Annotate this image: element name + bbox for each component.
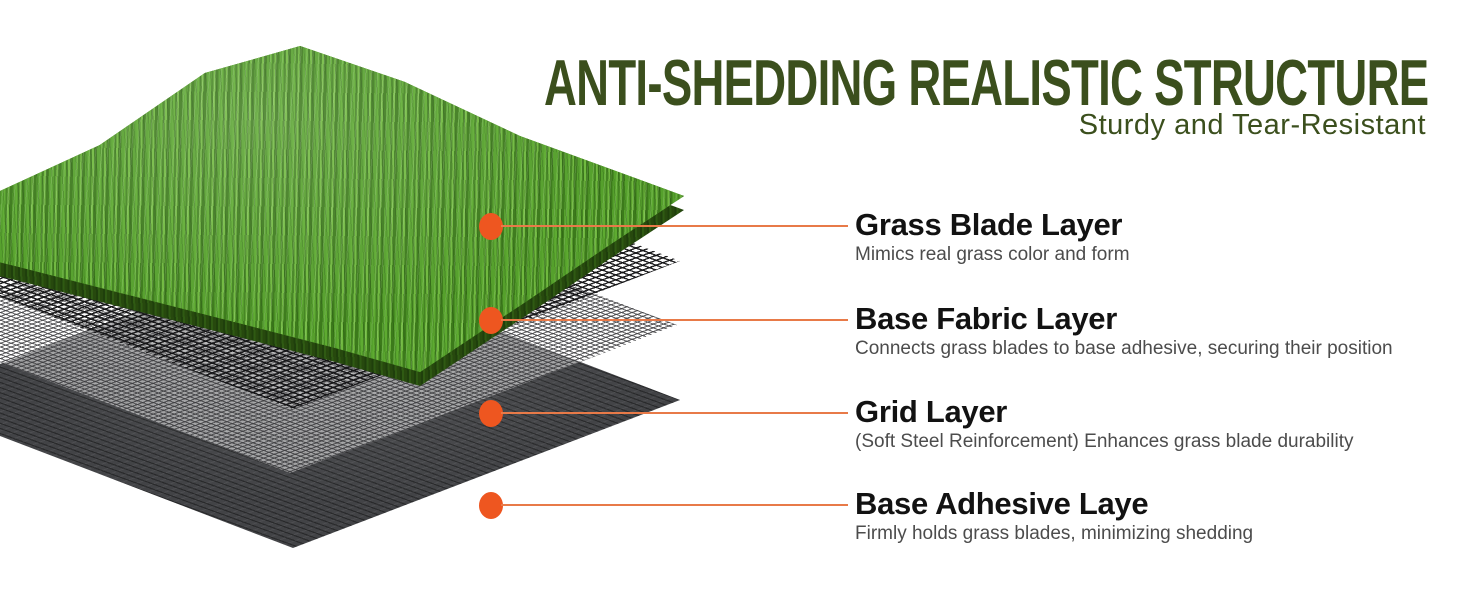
page-title: ANTI-SHEDDING REALISTIC STRUCTURE (543, 46, 1429, 119)
callout-text: Base Fabric Layer Connects grass blades … (855, 303, 1455, 361)
callout-leader-line (501, 412, 848, 415)
callout-title: Base Fabric Layer (855, 301, 1117, 336)
callout-leader-line (501, 225, 848, 228)
callout-base-adhesive-layer: Base Adhesive Laye Firmly holds grass bl… (0, 488, 1464, 562)
callout-title: Base Adhesive Laye (855, 486, 1149, 521)
callout-description: Firmly holds grass blades, minimizing sh… (855, 523, 1254, 544)
callout-text: Grid Layer (Soft Steel Reinforcement) En… (855, 396, 1455, 454)
callout-leader-line (501, 504, 848, 507)
callout-description: (Soft Steel Reinforcement) Enhances gras… (855, 431, 1354, 452)
callout-dot-icon (479, 213, 503, 240)
callout-text: Grass Blade Layer Mimics real grass colo… (855, 209, 1455, 267)
callout-grid-layer: Grid Layer (Soft Steel Reinforcement) En… (0, 396, 1464, 470)
callout-dot-icon (479, 492, 503, 519)
callout-leader-line (501, 319, 848, 322)
callout-title: Grid Layer (855, 394, 1008, 429)
callout-base-fabric-layer: Base Fabric Layer Connects grass blades … (0, 303, 1464, 377)
callout-description: Mimics real grass color and form (855, 244, 1130, 265)
callout-grass-blade-layer: Grass Blade Layer Mimics real grass colo… (0, 209, 1464, 283)
callout-text: Base Adhesive Laye Firmly holds grass bl… (855, 488, 1455, 546)
callout-title: Grass Blade Layer (855, 207, 1123, 242)
page-subtitle: Sturdy and Tear-Resistant (1078, 109, 1426, 141)
callout-dot-icon (479, 400, 503, 427)
callout-description: Connects grass blades to base adhesive, … (855, 338, 1393, 359)
callout-dot-icon (479, 307, 503, 334)
